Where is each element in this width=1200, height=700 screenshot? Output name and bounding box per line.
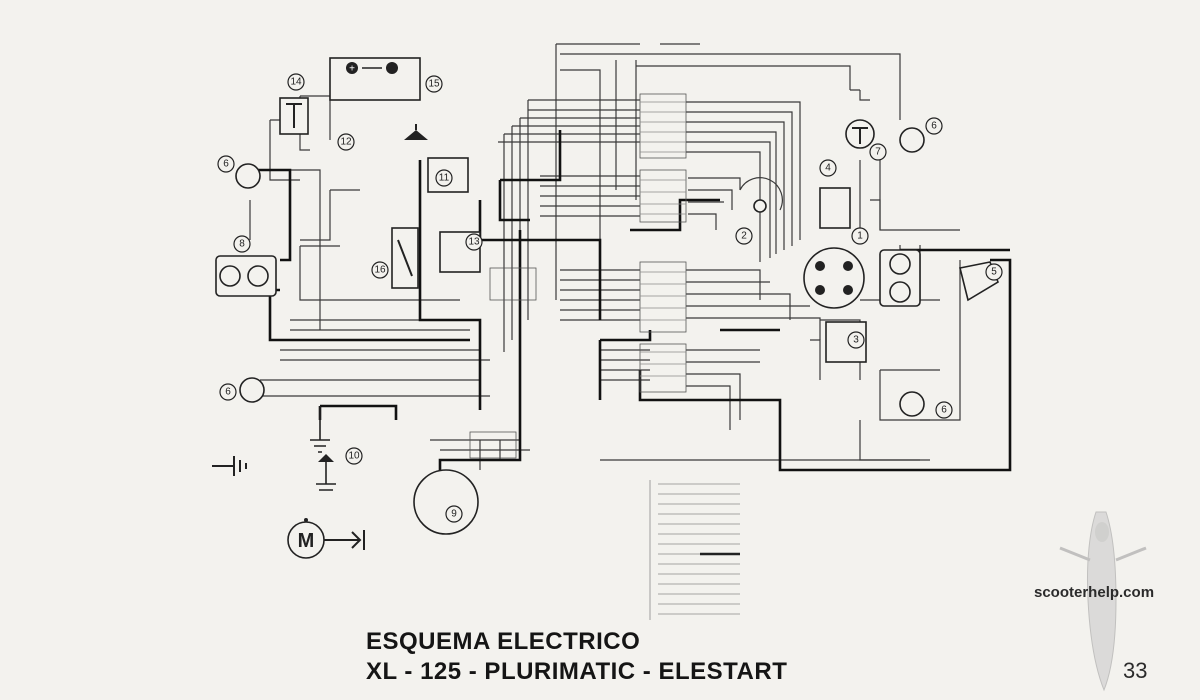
horn xyxy=(404,124,428,140)
motor-label: M xyxy=(298,530,315,552)
svg-text:11: 11 xyxy=(439,173,450,184)
ignition-switch xyxy=(845,119,875,149)
starter-motor xyxy=(413,469,479,535)
tail-light xyxy=(879,249,921,307)
svg-text:10: 10 xyxy=(348,451,360,462)
number-marker-7: 7 xyxy=(869,143,887,161)
wire-harness xyxy=(249,43,961,470)
connector-block-left xyxy=(469,267,537,459)
start-button xyxy=(310,406,336,491)
svg-text:12: 12 xyxy=(340,137,352,148)
ground-icon xyxy=(212,456,247,476)
connector-block-lower xyxy=(639,261,687,393)
svg-text:8: 8 xyxy=(239,239,245,250)
svg-text:6: 6 xyxy=(223,159,229,170)
number-marker-15: 15 xyxy=(425,75,443,93)
svg-text:7: 7 xyxy=(875,147,881,158)
number-marker-4: 4 xyxy=(819,159,837,177)
svg-text:4: 4 xyxy=(825,163,831,174)
svg-text:1: 1 xyxy=(857,231,863,242)
fuse-holder xyxy=(391,227,419,289)
ignition-coil xyxy=(819,187,851,229)
number-marker-9: 9 xyxy=(445,505,463,523)
number-marker-6c: 6 xyxy=(219,383,237,401)
number-marker-5: 5 xyxy=(985,263,1003,281)
indicator-lamp-rear-right xyxy=(899,391,925,417)
svg-text:6: 6 xyxy=(941,405,947,416)
svg-text:6: 6 xyxy=(931,121,937,132)
svg-text:5: 5 xyxy=(991,267,997,278)
svg-text:6: 6 xyxy=(225,387,231,398)
number-marker-16: 16 xyxy=(371,261,389,279)
wire-color-legend xyxy=(649,480,740,620)
number-marker-3: 3 xyxy=(847,331,865,349)
motor-symbol xyxy=(287,518,365,559)
svg-text:13: 13 xyxy=(468,237,480,248)
headlight xyxy=(215,255,277,297)
component-number-markers: 1 2 3 4 5 6 6 6 6 7 8 9 10 11 12 13 14 1… xyxy=(217,73,1003,523)
connector-block-middle xyxy=(639,169,687,223)
watermark-site-text: scooterhelp.com xyxy=(1034,584,1155,601)
number-marker-2: 2 xyxy=(735,227,753,245)
number-marker-8: 8 xyxy=(233,235,251,253)
handlebar-switch xyxy=(739,177,783,213)
svg-text:16: 16 xyxy=(374,265,386,276)
indicator-lamp-front-right xyxy=(899,127,925,153)
svg-text:2: 2 xyxy=(741,231,747,242)
number-marker-12: 12 xyxy=(337,133,355,151)
number-marker-11: 11 xyxy=(435,169,453,187)
flasher-unit xyxy=(427,157,469,193)
number-marker-6d: 6 xyxy=(935,401,953,419)
svg-text:15: 15 xyxy=(428,79,440,90)
diagram-subtitle: XL - 125 - PLURIMATIC - ELESTART xyxy=(366,658,788,685)
number-marker-14: 14 xyxy=(287,73,305,91)
svg-text:9: 9 xyxy=(451,509,457,520)
starter-relay xyxy=(279,97,309,135)
indicator-lamp-rear-left xyxy=(239,377,265,403)
connector-block-upper xyxy=(639,93,687,159)
scooter-silhouette-icon xyxy=(1059,511,1147,692)
svg-text:14: 14 xyxy=(290,77,302,88)
number-marker-6a: 6 xyxy=(925,117,943,135)
svg-text:3: 3 xyxy=(853,335,859,346)
number-marker-1: 1 xyxy=(851,227,869,245)
battery: + xyxy=(329,57,421,101)
number-marker-10: 10 xyxy=(345,447,363,465)
number-marker-6b: 6 xyxy=(217,155,235,173)
alternator xyxy=(803,247,865,309)
svg-text:+: + xyxy=(349,64,355,75)
number-marker-13: 13 xyxy=(465,233,483,251)
page-number: 33 xyxy=(1123,658,1148,683)
diagram-title: ESQUEMA ELECTRICO xyxy=(366,628,641,655)
indicator-lamp-front-left xyxy=(235,163,261,189)
